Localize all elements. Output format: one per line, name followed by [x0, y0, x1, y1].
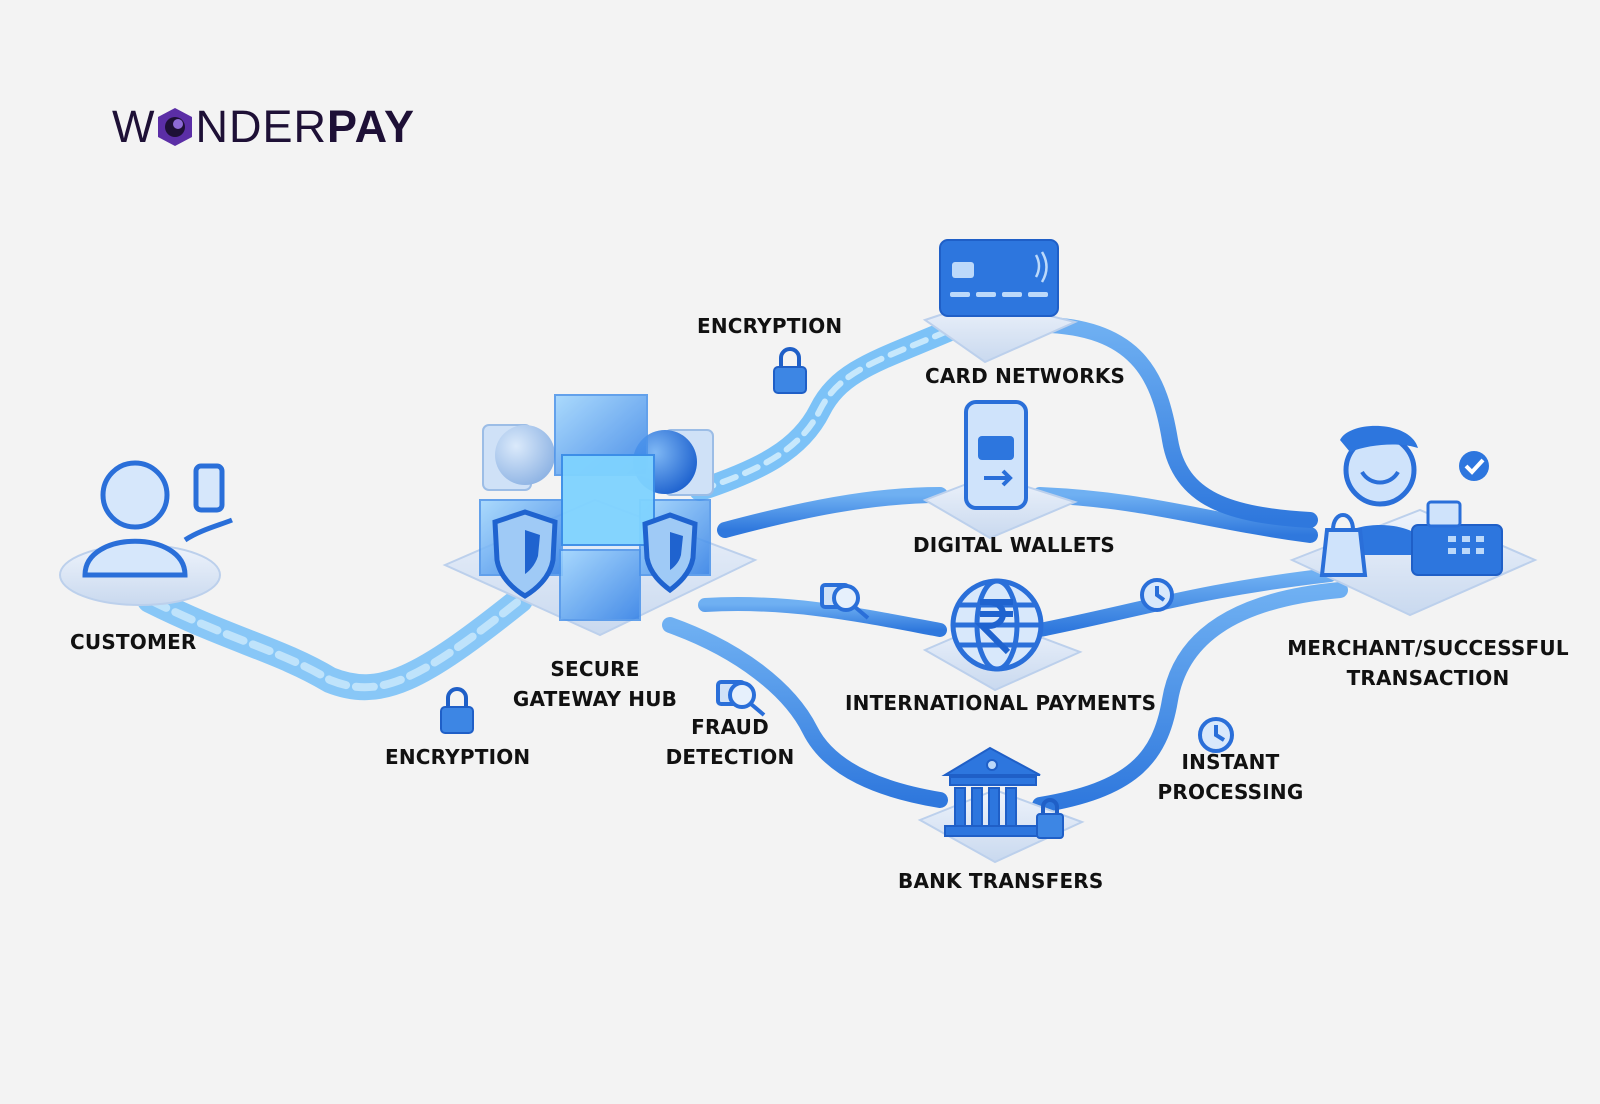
- international-node: [922, 578, 1083, 692]
- path-card-merchant: [1042, 317, 1318, 528]
- card-node: [922, 239, 1079, 364]
- globe-rupee-icon: [950, 578, 1044, 672]
- shield-icon: [642, 512, 698, 594]
- path-hub-bank: [662, 617, 948, 808]
- international-payments-label: INTERNATIONAL PAYMENTS: [845, 691, 1157, 715]
- instant-processing-label: INSTANT PROCESSING: [1148, 747, 1313, 807]
- path-hub-wallets: [717, 487, 948, 538]
- path-wallets-merchant: [1032, 487, 1318, 543]
- hexagon-logo-icon: [158, 107, 193, 146]
- merchant-node: [1289, 425, 1538, 617]
- fraud-label-line1: FRAUD: [691, 715, 769, 739]
- path-hub-international: [698, 597, 947, 637]
- credit-card-icon: [939, 239, 1059, 317]
- digital-wallets-label: DIGITAL WALLETS: [913, 533, 1116, 557]
- card-networks-label: CARD NETWORKS: [925, 364, 1126, 388]
- hub-label-line1: SECURE: [550, 657, 640, 681]
- logo-text-nder: NDER: [195, 101, 327, 152]
- logo-text-pay: PAY: [327, 101, 416, 152]
- encryption-top-label: ENCRYPTION: [697, 314, 843, 338]
- checkmark-icon: [1459, 451, 1489, 481]
- wallets-node: [922, 400, 1078, 540]
- bank-building-icon: [941, 746, 1042, 837]
- instant-label-line2: PROCESSING: [1157, 780, 1304, 804]
- magnifier-icon: [716, 680, 766, 717]
- flow-paths: [137, 317, 1348, 813]
- digital-wallet-phone-icon: [964, 400, 1028, 510]
- customer-label: CUSTOMER: [70, 630, 197, 654]
- shield-icon: [492, 509, 558, 599]
- path-international-merchant: [1033, 568, 1337, 637]
- padlock-icon: [440, 687, 474, 734]
- wonderpay-logo: W NDER PAY: [112, 104, 415, 149]
- path-hub-card: [689, 319, 961, 501]
- fraud-detection-label: FRAUD DETECTION: [660, 712, 800, 772]
- magnifier-icon: [820, 583, 870, 620]
- merchant-label-line1: MERCHANT/SUCCESSFUL: [1287, 636, 1569, 660]
- merchant-label-line2: TRANSACTION: [1346, 666, 1510, 690]
- encryption-bottom-label: ENCRYPTION: [385, 745, 531, 769]
- merchant-label: MERCHANT/SUCCESSFUL TRANSACTION: [1283, 633, 1573, 693]
- fraud-label-line2: DETECTION: [665, 745, 795, 769]
- secure-gateway-hub-icon: [442, 394, 758, 637]
- path-bank-merchant: [1032, 582, 1348, 813]
- merchant-cash-register-icon: [1319, 425, 1503, 577]
- instant-label-line1: INSTANT: [1181, 750, 1280, 774]
- padlock-icon: [1036, 798, 1064, 839]
- logo-text-w: W: [112, 101, 156, 152]
- bank-node: [917, 746, 1085, 864]
- clock-icon: [1140, 578, 1174, 612]
- customer-node: [59, 460, 233, 606]
- hub-label-line2: GATEWAY HUB: [512, 687, 678, 711]
- padlock-icon: [773, 347, 807, 394]
- customer-with-phone-icon: [82, 460, 233, 578]
- bank-transfers-label: BANK TRANSFERS: [898, 869, 1104, 893]
- clock-icon: [1198, 717, 1234, 753]
- hub-label: SECURE GATEWAY HUB: [510, 654, 680, 714]
